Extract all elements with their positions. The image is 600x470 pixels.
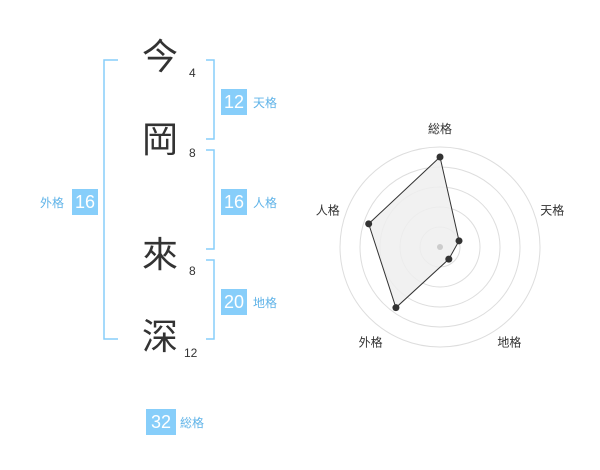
bracket-gai (103, 59, 118, 340)
jin-kaku-label: 人格 (253, 196, 278, 210)
stroke-count-4: 12 (184, 346, 198, 360)
radar-point (455, 237, 463, 245)
radar-point (445, 255, 453, 263)
ten-kaku-label: 天格 (253, 96, 278, 110)
stroke-count-2: 8 (189, 146, 196, 160)
sou-kaku-value: 32 (146, 409, 176, 435)
radar-polygon (368, 156, 460, 309)
stroke-count-3: 8 (189, 264, 196, 278)
chi-kaku-label: 地格 (253, 296, 278, 310)
radar-axis-label: 地格 (497, 334, 521, 349)
name-char-2: 岡 (142, 120, 179, 161)
bracket-ten (206, 59, 215, 140)
ten-kaku-value: 12 (221, 89, 247, 115)
bracket-chi (206, 259, 215, 340)
radar-center-dot (437, 244, 443, 250)
radar-point (436, 153, 444, 161)
gai-kaku-value: 16 (72, 189, 98, 215)
sou-kaku-label: 総格 (180, 416, 205, 430)
radar-axis-label: 総格 (428, 121, 452, 136)
gai-kaku-label: 外格 (40, 196, 65, 210)
radar-point (392, 304, 400, 312)
name-char-1: 今 (142, 37, 179, 78)
bracket-jin (206, 149, 215, 250)
name-char-3: 來 (142, 235, 179, 276)
radar-ring (339, 146, 541, 348)
jin-kaku-value: 16 (221, 189, 247, 215)
radar-axis-label: 天格 (540, 203, 564, 218)
radar-axis-label: 外格 (359, 334, 383, 349)
radar-point (365, 220, 373, 228)
name-char-4: 深 (142, 317, 179, 358)
chi-kaku-value: 20 (221, 289, 247, 315)
stroke-count-1: 4 (189, 66, 196, 80)
radar-axis-label: 人格 (316, 203, 340, 218)
